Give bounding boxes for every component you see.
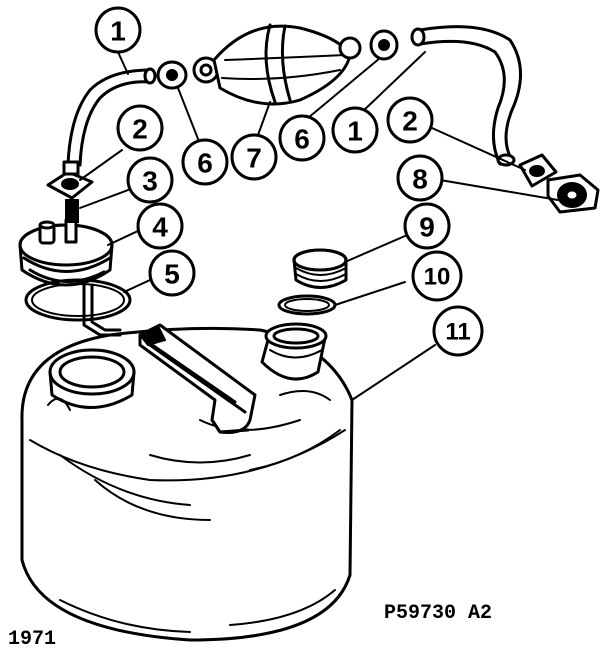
right-hose [410,25,522,167]
can-handle [138,323,257,434]
fuel-can-body [20,326,354,642]
right-valve-nut [369,29,399,61]
callout-7: 7 [230,133,278,181]
callout-6a: 6 [181,138,229,186]
left-hose [66,67,157,167]
callout-label: 6 [294,124,310,155]
callout-label: 10 [424,264,451,291]
spout-gasket [277,294,337,316]
left-valve-nut [156,60,188,90]
leader-lines [79,51,559,401]
callout-label: 3 [142,166,158,197]
callout-9: 9 [403,202,451,250]
left-fitting [46,160,94,200]
part-number-label: P59730 A2 [384,602,492,625]
callout-2a: 2 [116,104,164,152]
callout-label: 9 [419,212,435,243]
callout-label: 2 [402,106,418,137]
spout-neck [260,322,328,381]
callout-label: 2 [132,114,148,145]
callout-1b: 1 [331,106,379,154]
callout-4: 4 [136,202,184,250]
callout-2b: 2 [386,96,434,144]
callout-label: 4 [152,212,168,243]
callout-6b: 6 [278,114,326,162]
callout-label: 5 [164,259,180,290]
cap-assembly [18,199,132,337]
left-filler-neck [48,348,136,409]
callout-1a: 1 [94,6,142,54]
callout-label: 6 [197,148,213,179]
callout-5: 5 [148,249,196,297]
year-label: 1971 [8,628,56,651]
primer-bulb [192,23,362,106]
callout-3: 3 [126,156,174,204]
callout-8: 8 [396,154,444,202]
callout-label: 7 [246,143,262,174]
callout-label: 1 [110,16,126,47]
callout-label: 11 [445,319,470,346]
callout-label: 8 [412,164,428,195]
right-fitting [518,153,558,188]
callout-11: 11 [432,305,484,357]
callout-10: 10 [411,250,463,302]
callout-label: 1 [347,116,363,147]
hose-nozzle [546,173,600,214]
spout-cap [292,248,348,289]
